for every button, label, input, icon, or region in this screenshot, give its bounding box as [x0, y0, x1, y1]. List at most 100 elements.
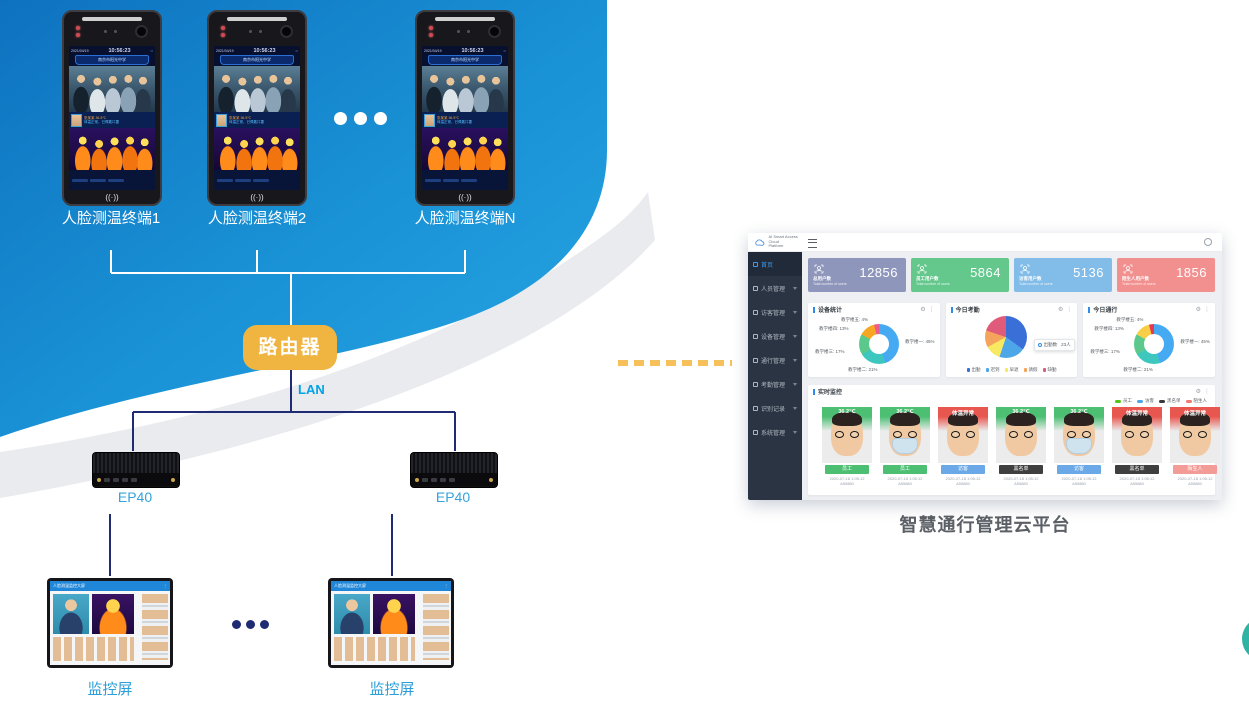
temperature-label: 36.2℃ — [838, 409, 856, 415]
ep40-heatsink — [93, 453, 179, 473]
gear-icon[interactable]: ⚙ — [1195, 307, 1202, 313]
ep40-1-label: EP40 — [117, 489, 153, 505]
stat-value: 12856 — [859, 265, 898, 280]
stat-card-total: 12856 总用户数 Total number of users — [808, 258, 906, 292]
gear-icon[interactable]: ⚙ — [1057, 307, 1064, 313]
monitor-display: 人脸测温监控大屏⋮ — [50, 581, 170, 665]
donut-label: 教学楼二: 21% — [1123, 367, 1153, 372]
donut-label: 教学楼二: 21% — [848, 367, 878, 372]
recognized-message: 体温正常，已佩戴口罩 — [229, 120, 264, 124]
stat-sublabel: Total number of users — [1019, 282, 1053, 286]
ep40-2-label: EP40 — [435, 489, 471, 505]
terminal-2-label: 人脸测温终端2 — [207, 210, 307, 227]
donut-label: 教学楼四: 13% — [819, 326, 849, 331]
terminal-date: 2021/04/19 — [424, 48, 442, 53]
identity-tag: 访客 — [941, 465, 985, 474]
sidebar-item-system[interactable]: 系统管理 — [748, 420, 802, 444]
chevron-down-icon — [793, 406, 797, 410]
sidebar-item-personnel[interactable]: 人员管理 — [748, 276, 802, 300]
gear-icon — [753, 429, 758, 435]
chevron-down-icon — [793, 430, 797, 434]
realtime-legend: 员工 访客 黑名单 陌生人 — [1115, 398, 1207, 404]
identity-tag: 陌生人 — [1173, 465, 1217, 474]
device-id: A55880 — [1130, 481, 1144, 486]
sidebar-item-label: 设备管理 — [761, 334, 786, 341]
monitor-face-row — [53, 637, 134, 661]
sidebar-item-label: 通行管理 — [761, 358, 786, 365]
chevron-down-icon — [793, 310, 797, 314]
terminal-date: 2021/04/19 — [71, 48, 89, 53]
face-scan-icon — [1020, 264, 1030, 274]
terminal-camera-row — [417, 24, 513, 44]
face-card-5: 36.2℃ 访客 2020-07-18 1:05:12 A55880 — [1054, 407, 1104, 486]
terminal-live-photo — [214, 66, 300, 112]
monitor-display: 人脸测温监控大屏⋮ — [331, 581, 451, 665]
gear-icon[interactable]: ⚙ — [920, 307, 926, 313]
donut-label: 教学楼一: 45% — [1180, 339, 1210, 344]
sidebar-item-attendance[interactable]: 考勤管理 — [748, 372, 802, 396]
monitor-face-list — [142, 594, 168, 660]
logo-line1: AI Smart Access Cloud — [768, 234, 798, 244]
hamburger-menu-icon[interactable] — [808, 239, 817, 248]
more-icon[interactable]: ⋮ — [1204, 389, 1210, 395]
camera-lens — [488, 25, 501, 38]
sidebar-item-records[interactable]: 识别记录 — [748, 396, 802, 420]
terminal-status-icons: ▫▫ — [295, 48, 298, 53]
monitor-face-list — [423, 594, 449, 660]
temperature-label: 36.2℃ — [1012, 409, 1030, 415]
device-id: A55880 — [1188, 481, 1202, 486]
terminal-n-label: 人脸测温终端N — [414, 210, 516, 227]
donut-label: 教学楼四: 13% — [1094, 326, 1124, 331]
terminal-speaker — [435, 17, 495, 21]
terminal-thermal-view — [69, 128, 155, 170]
terminal-banner: 南京市阳光中学 — [75, 55, 149, 65]
chevron-down-icon — [793, 382, 797, 386]
sidebar-item-access[interactable]: 通行管理 — [748, 348, 802, 372]
gear-icon[interactable]: ⚙ — [1195, 389, 1201, 395]
sidebar-item-home[interactable]: 首页 — [748, 252, 802, 276]
monitor-live-view — [334, 594, 370, 634]
panel-header: 设备统计⚙⋮ — [808, 303, 940, 316]
sidebar-item-label: 首页 — [761, 262, 774, 269]
more-icon[interactable]: ⋮ — [1066, 307, 1073, 313]
face-scan-icon — [1123, 264, 1133, 274]
records-icon — [753, 405, 758, 411]
monitor-screen-1: 人脸测温监控大屏⋮ — [47, 578, 173, 668]
monitor-thermal-view — [92, 594, 134, 634]
ep40-heatsink — [411, 453, 497, 473]
face-photo: 36.2℃ — [880, 407, 930, 463]
sidebar-item-device[interactable]: 设备管理 — [748, 324, 802, 348]
dashboard-sidebar: 首页 人员管理 访客管理 设备管理 通行管理 考勤管理 识别记录 系统管理 — [748, 252, 802, 500]
temperature-label: 体温异常 — [951, 411, 974, 417]
face-card-1: 36.2℃ 员工 2020-07-18 1:05:12 A55880 — [822, 407, 872, 486]
device-id: A55880 — [956, 481, 970, 486]
gray-swoosh — [0, 192, 655, 498]
lan-label: LAN — [298, 382, 325, 397]
capture-datetime: 2020-07-18 1:05:12 — [1003, 476, 1039, 481]
glasses-icon — [1067, 431, 1091, 439]
face-scan-icon — [917, 264, 927, 274]
stat-value: 1856 — [1176, 265, 1207, 280]
more-icon[interactable]: ⋮ — [928, 307, 935, 313]
temperature-label: 36.2℃ — [1070, 409, 1088, 415]
sidebar-item-label: 识别记录 — [761, 406, 786, 413]
glasses-icon — [1183, 431, 1207, 439]
stat-card-visitor: 5136 访客用户数 Total number of users — [1014, 258, 1112, 292]
sidebar-item-visitor[interactable]: 访客管理 — [748, 300, 802, 324]
message-icon[interactable] — [1204, 238, 1212, 246]
monitor-titlebar: 人脸测温监控大屏⋮ — [331, 581, 451, 591]
terminal-thermal-view — [214, 128, 300, 170]
tooltip-dot-icon — [1037, 343, 1042, 347]
more-icon[interactable]: ⋮ — [1204, 307, 1211, 313]
panel-header: 今日通行⚙⋮ — [1083, 303, 1215, 316]
terminal-1-label: 人脸测温终端1 — [61, 210, 161, 227]
cloud-logo-icon — [755, 239, 765, 246]
stat-sublabel: Total number of users — [813, 282, 847, 286]
rfid-icon: ((·)) — [458, 193, 472, 202]
recognized-face-thumb — [424, 113, 435, 127]
